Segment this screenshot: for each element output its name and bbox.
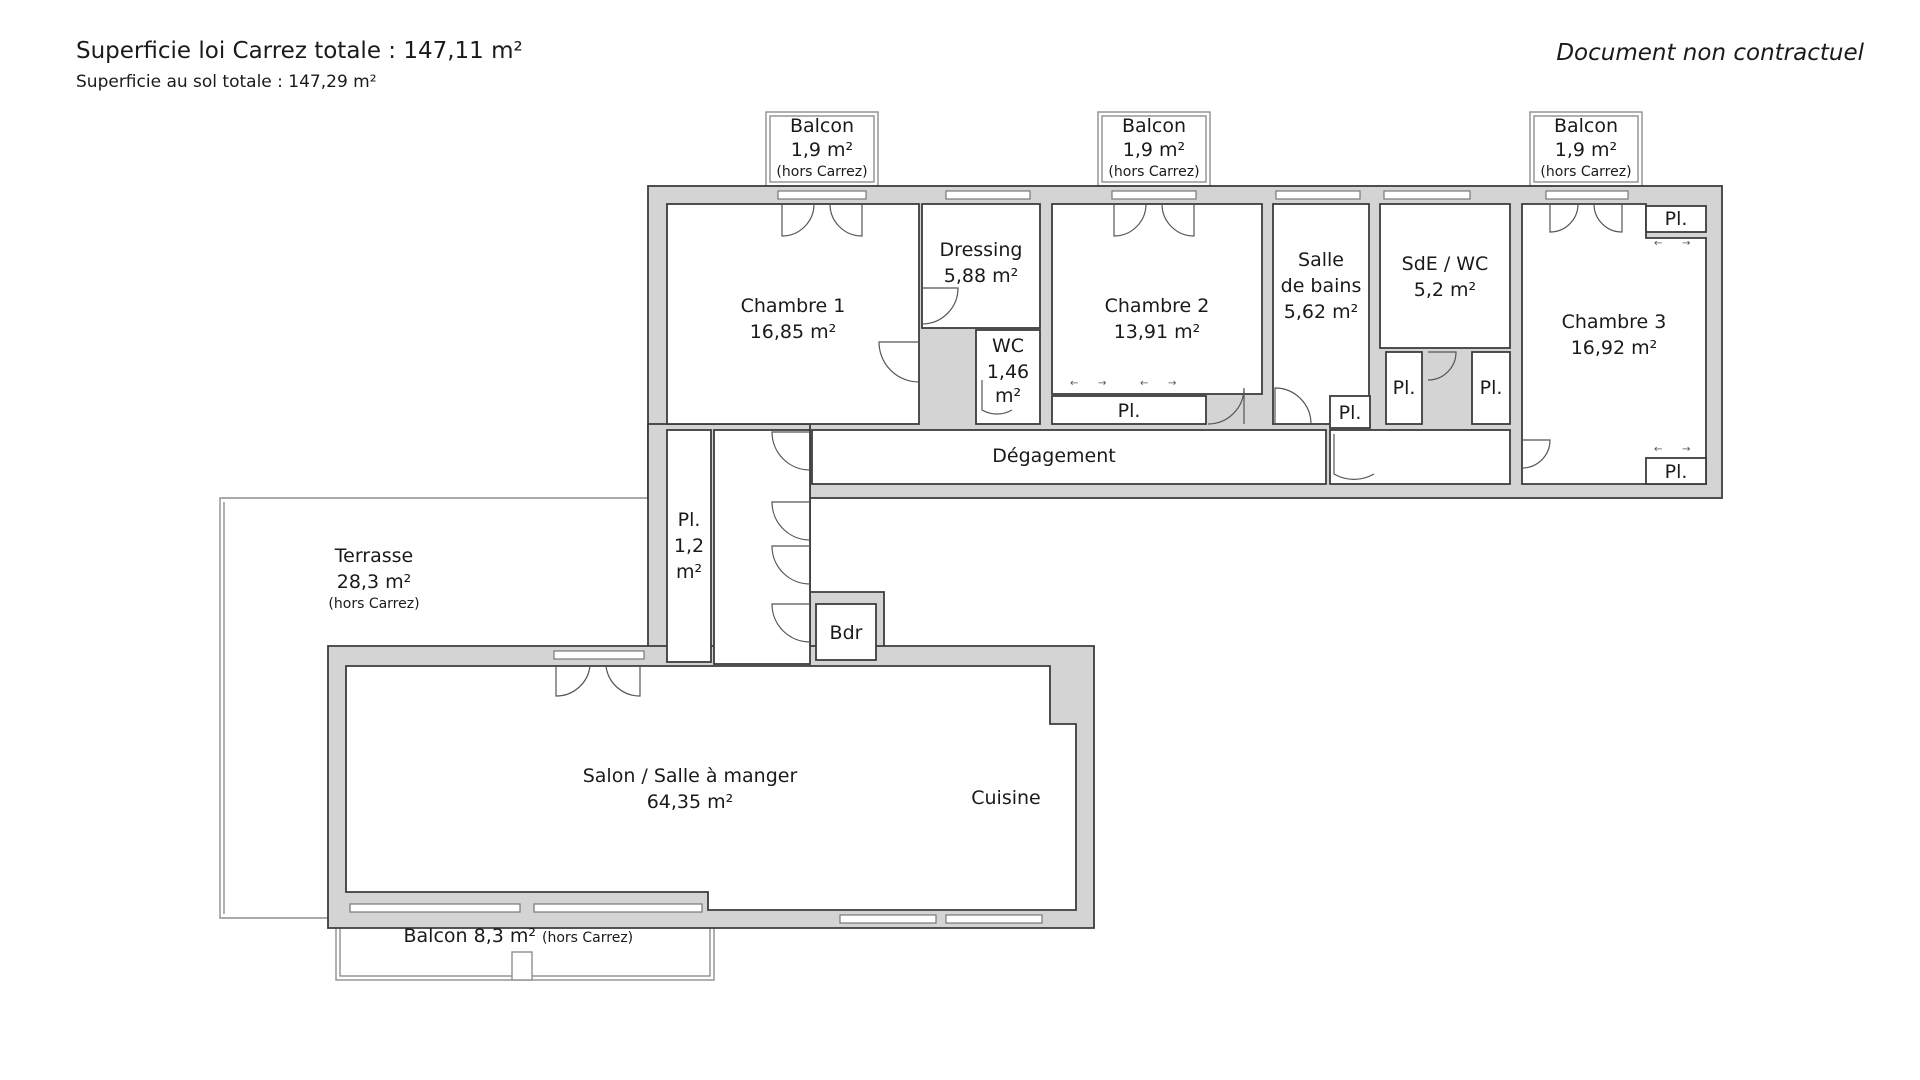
svg-text:→: → bbox=[1168, 378, 1176, 389]
room-salon bbox=[345, 665, 1077, 911]
windows bbox=[349, 190, 1629, 924]
disclaimer: Document non contractuel bbox=[1556, 40, 1864, 66]
room-chambre-1 bbox=[666, 203, 920, 425]
doors bbox=[555, 203, 1623, 697]
note-terrasse: (hors Carrez) bbox=[328, 596, 419, 612]
note-balcon-bas: (hors Carrez) bbox=[542, 930, 633, 946]
label-chambre-2: Chambre 2 bbox=[1105, 295, 1210, 317]
placard-couloir bbox=[666, 429, 712, 663]
area-dressing: 5,88 m² bbox=[944, 265, 1018, 287]
room-chambre-3 bbox=[1521, 203, 1707, 485]
label-salle-de-bains-2: de bains bbox=[1281, 275, 1362, 297]
label-salle-de-bains: Salle bbox=[1298, 249, 1344, 271]
area-chambre-3: 16,92 m² bbox=[1571, 337, 1658, 359]
label-placard-chambre-3-haut: Pl. bbox=[1665, 208, 1688, 230]
area-placard-couloir: 1,2 bbox=[674, 535, 704, 557]
label-sde-wc: SdE / WC bbox=[1402, 253, 1489, 275]
label-wc: WC bbox=[992, 335, 1024, 357]
labels: Chambre 1 16,85 m² Dressing 5,88 m² WC 1… bbox=[328, 115, 1687, 947]
room-salle-de-bains bbox=[1272, 203, 1370, 425]
label-placard-couloir: Pl. bbox=[678, 509, 701, 531]
placard-sde-1 bbox=[1385, 351, 1423, 425]
label-placard-sde-2: Pl. bbox=[1480, 377, 1503, 399]
room-degagement-est bbox=[1329, 429, 1511, 485]
label-balcon-2: Balcon bbox=[1122, 115, 1186, 137]
placard-chambre-3-haut bbox=[1645, 205, 1707, 233]
placard-chambre-2 bbox=[1051, 395, 1207, 425]
total-carrez-area: Superficie loi Carrez totale : 147,11 m² bbox=[76, 38, 523, 64]
room-wc bbox=[975, 329, 1041, 425]
area-wc-unit: m² bbox=[995, 385, 1021, 407]
room-degagement bbox=[811, 429, 1327, 485]
label-degagement: Dégagement bbox=[992, 445, 1115, 467]
area-salon: 64,35 m² bbox=[647, 791, 734, 813]
svg-text:→: → bbox=[1682, 444, 1690, 455]
area-wc: 1,46 bbox=[987, 361, 1029, 383]
area-balcon-2: 1,9 m² bbox=[1123, 139, 1185, 161]
placard-sde-2 bbox=[1471, 351, 1511, 425]
label-balcon-bas: Balcon 8,3 m² bbox=[404, 925, 537, 947]
room-dressing bbox=[921, 203, 1041, 329]
label-placard-chambre-2: Pl. bbox=[1118, 400, 1141, 422]
room-entree bbox=[713, 429, 811, 665]
label-placard-sde-1: Pl. bbox=[1393, 377, 1416, 399]
svg-text:→: → bbox=[1682, 238, 1690, 249]
rooms bbox=[345, 203, 1707, 911]
label-bdr: Bdr bbox=[830, 622, 863, 644]
label-cuisine: Cuisine bbox=[971, 787, 1041, 809]
svg-text:←: ← bbox=[1140, 378, 1148, 389]
area-chambre-1: 16,85 m² bbox=[750, 321, 837, 343]
area-balcon-3: 1,9 m² bbox=[1555, 139, 1617, 161]
area-terrasse: 28,3 m² bbox=[337, 571, 411, 593]
room-chambre-2 bbox=[1051, 203, 1263, 395]
placard-chambre-3-bas bbox=[1645, 457, 1707, 485]
label-dressing: Dressing bbox=[940, 239, 1023, 261]
label-chambre-1: Chambre 1 bbox=[741, 295, 846, 317]
svg-text:→: → bbox=[1098, 378, 1106, 389]
room-sde-wc bbox=[1379, 203, 1511, 349]
sliding-arrows: ← → ← → ← → ← → bbox=[1070, 238, 1690, 455]
room-bdr bbox=[815, 603, 877, 661]
svg-text:←: ← bbox=[1654, 444, 1662, 455]
label-terrasse: Terrasse bbox=[334, 545, 414, 567]
area-salle-de-bains: 5,62 m² bbox=[1284, 301, 1358, 323]
svg-text:←: ← bbox=[1070, 378, 1078, 389]
area-sde-wc: 5,2 m² bbox=[1414, 279, 1476, 301]
label-placard-chambre-3-bas: Pl. bbox=[1665, 461, 1688, 483]
total-floor-area: Superficie au sol totale : 147,29 m² bbox=[76, 72, 377, 92]
area-chambre-2: 13,91 m² bbox=[1114, 321, 1201, 343]
note-balcon-2: (hors Carrez) bbox=[1108, 164, 1199, 180]
area-balcon-1: 1,9 m² bbox=[791, 139, 853, 161]
note-balcon-3: (hors Carrez) bbox=[1540, 164, 1631, 180]
label-chambre-3: Chambre 3 bbox=[1562, 311, 1667, 333]
balcon-bas-notch bbox=[511, 951, 533, 981]
label-balcon-1: Balcon bbox=[790, 115, 854, 137]
label-placard-bains: Pl. bbox=[1339, 402, 1362, 424]
placard-bains bbox=[1329, 395, 1371, 429]
area-placard-couloir-unit: m² bbox=[676, 561, 702, 583]
label-balcon-3: Balcon bbox=[1554, 115, 1618, 137]
label-salon: Salon / Salle à manger bbox=[583, 765, 798, 787]
note-balcon-1: (hors Carrez) bbox=[776, 164, 867, 180]
svg-text:←: ← bbox=[1654, 238, 1662, 249]
